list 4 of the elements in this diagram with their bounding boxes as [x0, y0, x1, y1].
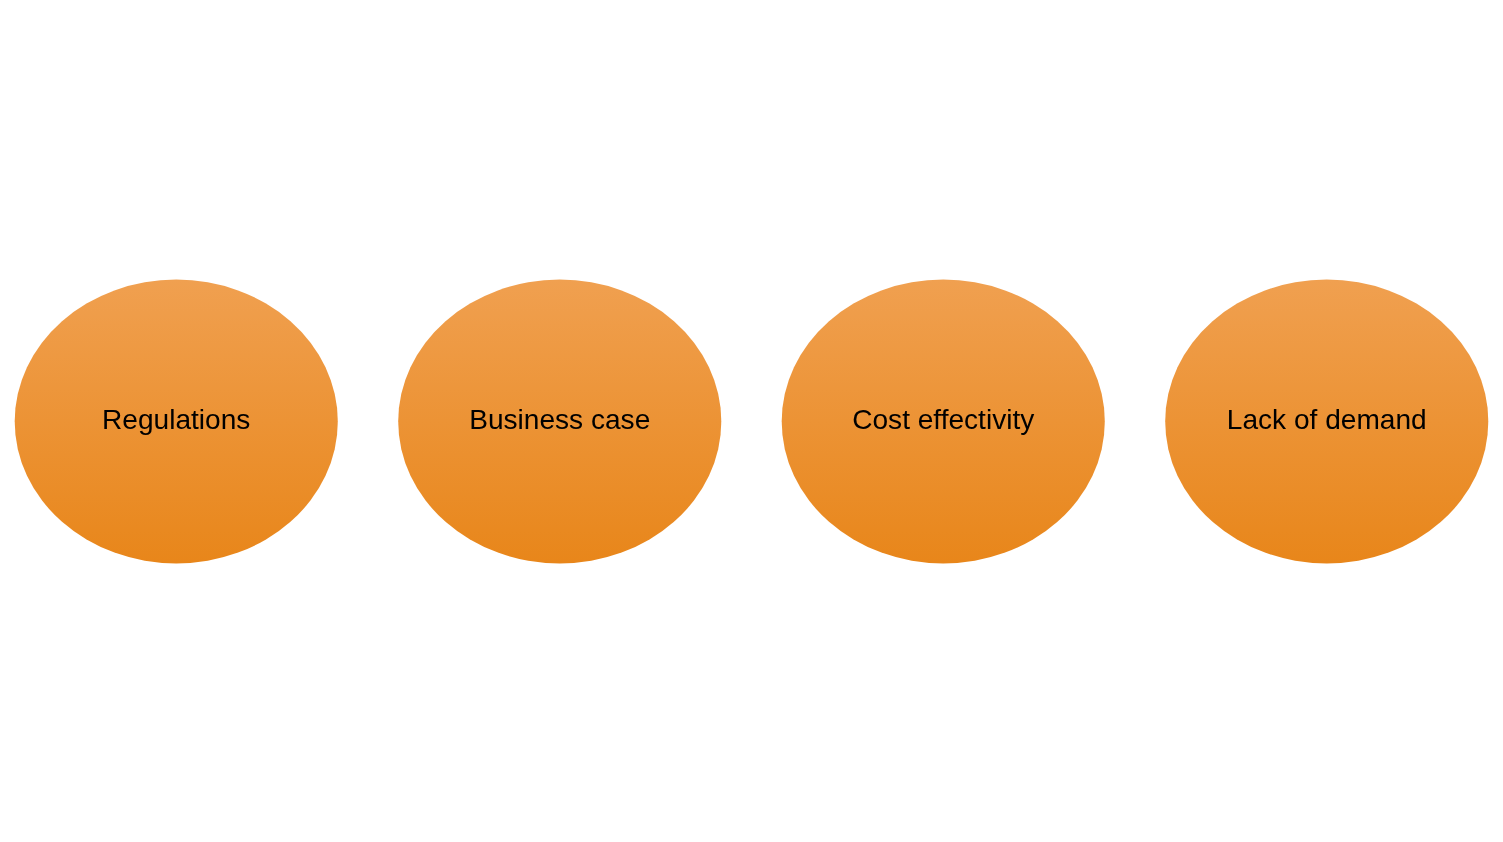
node-ellipse: Cost effectivity [781, 279, 1105, 563]
node-ellipse: Business case [398, 279, 722, 563]
node-ellipse: Lack of demand [1165, 279, 1489, 563]
node-ellipse: Regulations [14, 279, 338, 563]
